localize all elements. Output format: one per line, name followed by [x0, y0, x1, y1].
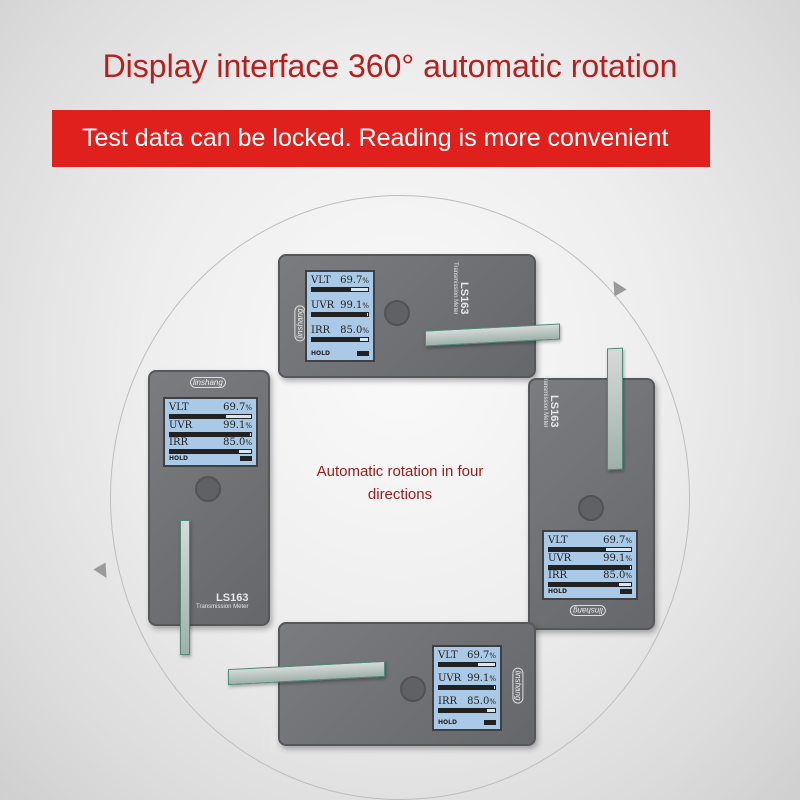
reading-label: VLT — [311, 275, 331, 286]
reading-unit: % — [245, 439, 252, 448]
lcd-screen-right: VLT 69.7% UVR 99.1% IRR 85.0% HOLD — [542, 530, 638, 600]
reading-value: 85.0 — [223, 437, 246, 449]
reading-unit: % — [625, 554, 632, 563]
reading-label: VLT — [169, 402, 189, 413]
reading-unit: % — [245, 404, 252, 412]
reading-unit: % — [362, 302, 369, 310]
reading-value: 69.7 — [603, 535, 626, 546]
reading-value: 99.1 — [603, 552, 626, 564]
brand-logo: linshang — [570, 605, 606, 616]
reading-unit: % — [489, 698, 496, 706]
lcd-screen-top: VLT 69.7% UVR 99.1% IRR 85.0% HOLD — [305, 270, 375, 362]
reading-value: 99.1 — [340, 300, 363, 311]
reading-value: 69.7 — [340, 275, 363, 286]
reading-unit: % — [625, 572, 632, 581]
model-name: LS163 — [548, 395, 560, 428]
hold-indicator: HOLD — [311, 350, 330, 357]
reading-uvr: UVR 99.1% — [311, 300, 369, 317]
model-subtitle: Transmission Meter — [196, 604, 249, 610]
reading-unit: % — [245, 421, 252, 430]
reading-label: VLT — [548, 535, 568, 546]
reading-label: IRR — [438, 696, 458, 707]
brand-logo: linshang — [294, 305, 306, 342]
hold-button[interactable] — [400, 676, 426, 702]
reading-label: IRR — [311, 325, 331, 336]
reading-vlt: VLT 69.7% — [548, 535, 632, 552]
reading-bar — [169, 414, 252, 419]
reading-label: UVR — [548, 552, 572, 564]
reading-value: 69.7 — [467, 650, 490, 661]
reading-bar — [438, 708, 496, 713]
arrow-icon — [93, 562, 113, 582]
reading-unit: % — [625, 537, 632, 545]
glass-sample — [180, 520, 190, 655]
banner: Test data can be locked. Reading is more… — [52, 110, 710, 167]
reading-label: UVR — [311, 300, 335, 311]
model-subtitle: Transmission Meter — [452, 262, 458, 315]
reading-label: IRR — [548, 570, 568, 582]
reading-label: UVR — [169, 419, 193, 431]
reading-irr: IRR 85.0% — [169, 437, 252, 455]
reading-value: 85.0 — [603, 570, 626, 582]
reading-bar — [169, 431, 252, 437]
reading-unit: % — [362, 327, 369, 335]
glass-sample — [607, 347, 623, 471]
reading-label: IRR — [169, 437, 189, 449]
reading-uvr: UVR 99.1% — [438, 673, 496, 690]
hold-button[interactable] — [195, 476, 221, 502]
headline: Display interface 360° automatic rotatio… — [102, 48, 678, 84]
reading-label: VLT — [438, 650, 458, 661]
center-caption: Automatic rotation in four directions — [316, 463, 484, 503]
battery-icon — [357, 351, 369, 356]
reading-bar — [548, 564, 632, 570]
battery-icon — [240, 455, 252, 461]
reading-bar — [311, 337, 369, 342]
reading-uvr: UVR 99.1% — [548, 553, 632, 570]
model-name: LS163 — [266, 720, 278, 753]
hold-indicator: HOLD — [169, 454, 188, 462]
brand-logo: linshang — [190, 377, 226, 388]
reading-irr: IRR 85.0% — [548, 570, 632, 588]
reading-vlt: VLT 69.7% — [438, 650, 496, 667]
model-name: LS163 — [216, 592, 249, 604]
reading-bar — [311, 287, 369, 292]
reading-value: 99.1 — [467, 673, 490, 684]
reading-value: 85.0 — [340, 325, 363, 336]
hold-indicator: HOLD — [548, 587, 567, 595]
hold-button[interactable] — [578, 495, 604, 521]
hold-button[interactable] — [384, 300, 410, 326]
model-subtitle: Transmission Meter — [542, 375, 548, 428]
lcd-screen-bottom: VLT 69.7% UVR 99.1% IRR 85.0% HOLD — [432, 645, 502, 731]
reading-unit: % — [489, 652, 496, 660]
reading-uvr: UVR 99.1% — [169, 420, 252, 437]
reading-irr: IRR 85.0% — [311, 325, 369, 342]
reading-vlt: VLT 69.7% — [169, 402, 252, 419]
hold-indicator: HOLD — [438, 719, 457, 726]
reading-unit: % — [362, 277, 369, 285]
reading-value: 99.1 — [223, 419, 246, 431]
reading-value: 69.7 — [223, 402, 246, 413]
reading-vlt: VLT 69.7% — [311, 275, 369, 292]
reading-bar — [438, 662, 496, 667]
model-subtitle: Transmission Meter — [260, 700, 266, 753]
reading-irr: IRR 85.0% — [438, 696, 496, 713]
reading-value: 85.0 — [467, 696, 490, 707]
reading-bar — [548, 582, 632, 588]
reading-bar — [311, 312, 369, 317]
reading-bar — [438, 685, 496, 690]
reading-bar — [169, 449, 252, 455]
reading-label: UVR — [438, 673, 462, 684]
reading-bar — [548, 547, 632, 552]
brand-logo: linshang — [512, 667, 524, 704]
model-name: LS163 — [458, 282, 470, 315]
reading-unit: % — [489, 675, 496, 683]
battery-icon — [620, 588, 632, 594]
battery-icon — [484, 720, 496, 725]
lcd-screen-left: VLT 69.7% UVR 99.1% IRR 85.0% HOLD — [163, 397, 258, 467]
